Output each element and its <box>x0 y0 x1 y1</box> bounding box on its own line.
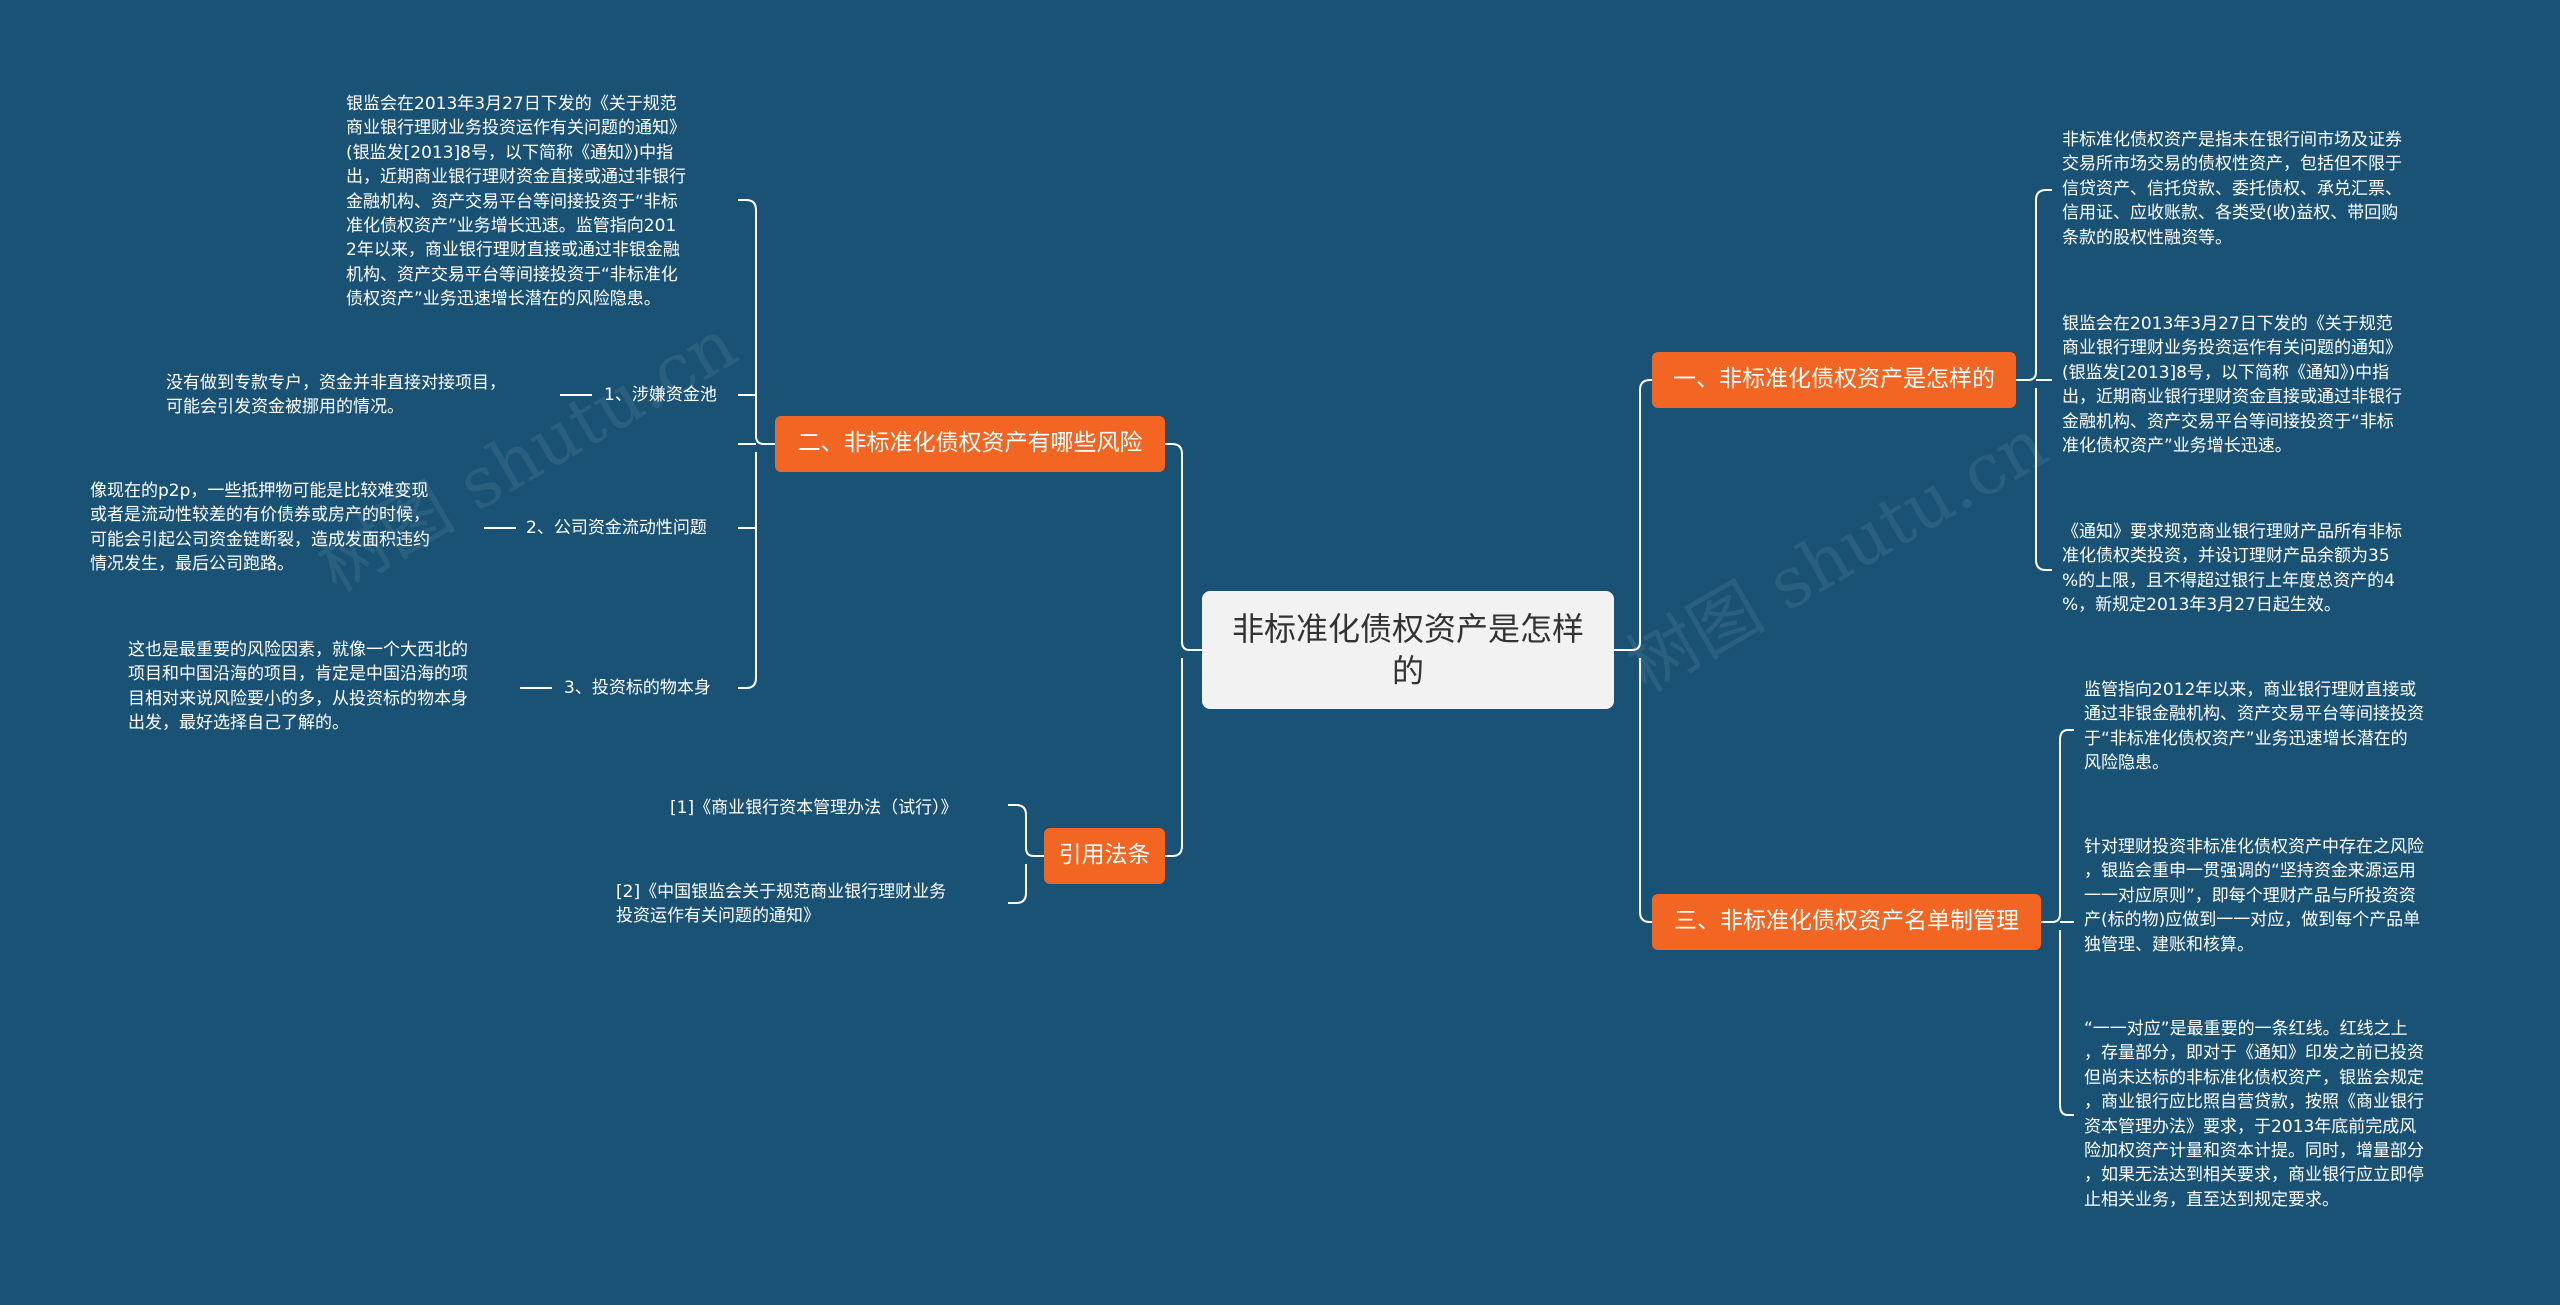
leaf-text[interactable]: 这也是最重要的风险因素，就像一个大西北的 项目和中国沿海的项目，肯定是中国沿海的… <box>128 640 468 734</box>
leaf-text[interactable]: 没有做到专款专户，资金并非直接对接项目， 可能会引发资金被挪用的情况。 <box>166 373 506 418</box>
leaf-text[interactable]: 像现在的p2p，一些抵押物可能是比较难变现 或者是流动性较差的有价债券或房产的时… <box>90 481 430 575</box>
branch-node[interactable]: 一、非标准化债权资产是怎样的 <box>1652 352 2016 408</box>
leaf-text[interactable]: 针对理财投资非标准化债权资产中存在之风险 ，银监会重申一贯强调的“坚持资金来源运… <box>2084 837 2424 955</box>
branch-node[interactable]: 二、非标准化债权资产有哪些风险 <box>775 416 1165 472</box>
leaf-text[interactable]: 非标准化债权资产是指未在银行间市场及证券 交易所市场交易的债权性资产，包括但不限… <box>2062 130 2402 248</box>
leaf-label[interactable]: 3、投资标的物本身 <box>564 678 711 698</box>
root-title: 非标准化债权资产是怎样的 <box>1231 610 1584 690</box>
connector <box>1008 864 1027 904</box>
leaf-text[interactable]: 监管指向2012年以来，商业银行理财直接或 通过非银金融机构、资产交易平台等间接… <box>2084 680 2424 774</box>
leaf-text[interactable]: 银监会在2013年3月27日下发的《关于规范 商业银行理财业务投资运作有关问题的… <box>2062 314 2402 457</box>
connector <box>1165 658 1183 857</box>
leaf-label[interactable]: 1、涉嫌资金池 <box>604 385 717 405</box>
connector <box>1614 379 1652 651</box>
branch-label: 三、非标准化债权资产名单制管理 <box>1674 908 2019 934</box>
branch-label: 引用法条 <box>1058 842 1151 868</box>
connector <box>2041 729 2074 923</box>
leaf-label[interactable]: 2、公司资金流动性问题 <box>526 518 707 538</box>
connector <box>1639 658 1652 923</box>
connector <box>1165 443 1202 651</box>
connector <box>738 452 757 689</box>
leaf-text[interactable]: 《通知》要求规范商业银行理财产品所有非标 准化债权类投资，并设订理财产品余额为3… <box>2062 522 2402 616</box>
leaf-text[interactable]: “一一对应”是最重要的一条红线。红线之上 ，存量部分，即对于《通知》印发之前已投… <box>2084 1019 2424 1210</box>
branch-label: 二、非标准化债权资产有哪些风险 <box>797 430 1143 456</box>
connector <box>2035 388 2052 571</box>
branch-node[interactable]: 引用法条 <box>1044 828 1165 884</box>
leaf-text[interactable]: 银监会在2013年3月27日下发的《关于规范 商业银行理财业务投资运作有关问题的… <box>346 94 686 310</box>
leaf-label[interactable]: [1]《商业银行资本管理办法（试行）》 <box>670 798 958 818</box>
connector <box>738 199 775 445</box>
connector <box>2059 930 2074 1116</box>
branch-label: 一、非标准化债权资产是怎样的 <box>1673 366 1995 392</box>
root-topic[interactable]: 非标准化债权资产是怎样的 <box>1202 591 1614 709</box>
leaf-text[interactable]: [2]《中国银监会关于规范商业银行理财业务 投资运作有关问题的通知》 <box>616 882 947 927</box>
connector <box>1008 804 1044 857</box>
connector <box>2016 189 2052 381</box>
branch-node[interactable]: 三、非标准化债权资产名单制管理 <box>1652 894 2041 950</box>
